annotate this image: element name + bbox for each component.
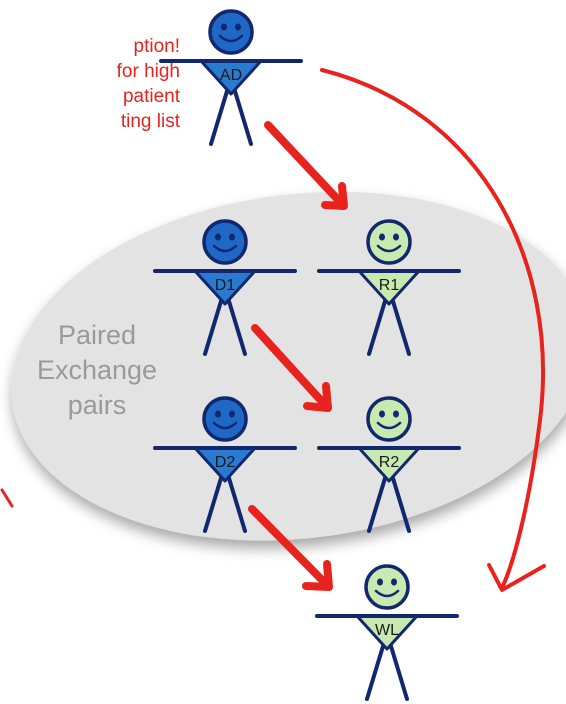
figure-label: D2 [215,454,236,471]
callout-line: ting list [120,111,180,132]
figure-d1: D1 [153,219,297,356]
region-label: Paired Exchange pairs [2,318,192,423]
region-label-line: Exchange [36,355,158,385]
figure-label: WL [375,622,399,639]
figure-d2: D2 [153,396,297,533]
figure-label: AD [220,67,242,84]
figure-r1: R1 [317,219,461,356]
arrow-ad-to-r1 [264,121,348,210]
callout-line: ption! [133,36,180,57]
arrow-ad-to-wl [320,68,546,592]
figure-label: R2 [379,454,400,471]
region-label-line: Paired [57,320,137,350]
figure-label: R1 [379,277,400,294]
callout-line: for high [116,61,180,82]
callout-text: ption! for high patient ting list [0,34,180,134]
figure-wl: WL [315,564,459,701]
figure-label: D1 [215,277,236,294]
callout-line: patient [122,86,180,107]
paired-exchange-region [11,191,566,541]
region-label-line: pairs [67,390,127,420]
clipped-arrow-fragment [0,488,14,508]
arrow-d1-to-r2 [251,324,332,412]
figure-ad: AD [159,9,303,146]
figure-r2: R2 [317,396,461,533]
arrow-d2-to-wl [248,505,333,591]
